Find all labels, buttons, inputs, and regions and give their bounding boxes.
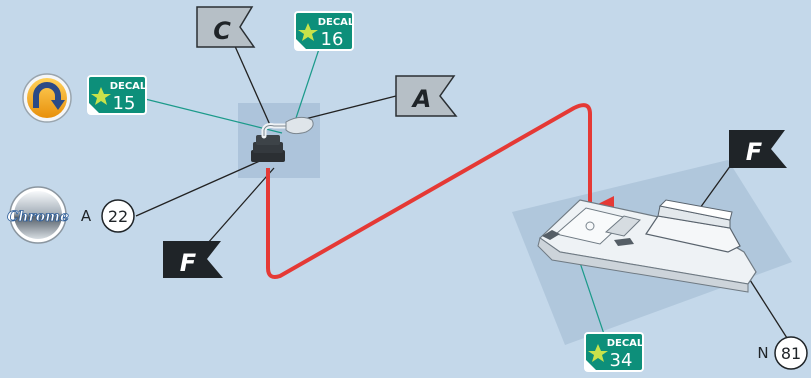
- decal-34-number: 34: [610, 350, 633, 371]
- callout-n81-prefix: N: [757, 344, 768, 362]
- callout-a22: A 22: [81, 199, 135, 233]
- decal-15-word: DECAL: [110, 81, 147, 92]
- decal-15-badge: DECAL 15: [87, 75, 147, 115]
- decal-34-word: DECAL: [607, 338, 644, 349]
- flag-f-right-label: F: [746, 138, 763, 166]
- callout-a22-number: 22: [108, 207, 128, 226]
- star-icon: [588, 344, 608, 362]
- flag-c-label: C: [213, 17, 231, 45]
- rotate-arrow-icon: [22, 73, 72, 123]
- star-icon: [298, 23, 318, 41]
- route-arrow: [266, 103, 614, 279]
- callout-n81-number: 81: [781, 344, 801, 363]
- console-part: [537, 199, 757, 293]
- flag-a-label: A: [411, 85, 432, 113]
- flag-a: A: [395, 75, 458, 117]
- decal-34-badge: DECAL 34: [584, 332, 644, 372]
- flag-f-left: F: [163, 241, 223, 278]
- chrome-badge: Chrome: [7, 186, 69, 244]
- flag-f-right: F: [729, 130, 787, 168]
- shift-lever-part: [251, 116, 314, 162]
- callout-a22-prefix: A: [81, 207, 92, 225]
- decal-16-number: 16: [321, 29, 344, 50]
- star-icon: [91, 87, 111, 105]
- decal-15-number: 15: [113, 93, 136, 114]
- flag-f-left-label: F: [180, 249, 197, 277]
- decal-16-badge: DECAL 16: [294, 11, 355, 51]
- callout-n81: N 81: [757, 336, 808, 370]
- flag-c: C: [196, 6, 256, 48]
- chrome-badge-label: Chrome: [7, 209, 69, 225]
- decal-leader-lines: [132, 39, 607, 341]
- decal-16-word: DECAL: [318, 17, 355, 28]
